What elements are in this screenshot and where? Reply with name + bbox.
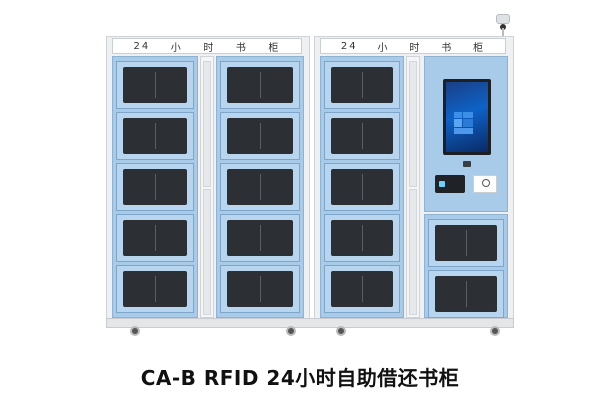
header-char: 时 bbox=[203, 42, 216, 54]
cctv-camera-icon bbox=[494, 12, 512, 36]
locker-door[interactable] bbox=[324, 112, 400, 160]
locker-door[interactable] bbox=[220, 61, 300, 109]
locker-column-2 bbox=[216, 56, 304, 318]
divider-pillar bbox=[200, 56, 214, 318]
card-reader-icon[interactable] bbox=[435, 175, 465, 193]
locker-door[interactable] bbox=[116, 61, 194, 109]
header-char: 24 bbox=[133, 40, 151, 52]
locker-door[interactable] bbox=[220, 163, 300, 211]
wheel-icon bbox=[286, 326, 296, 336]
locker-door[interactable] bbox=[428, 270, 504, 318]
locker-door[interactable] bbox=[116, 214, 194, 262]
touchscreen-icon[interactable] bbox=[443, 79, 491, 155]
locker-door[interactable] bbox=[116, 265, 194, 313]
left-header-strip: 24 小 时 书 柜 bbox=[112, 38, 302, 54]
locker-door[interactable] bbox=[116, 112, 194, 160]
locker-door[interactable] bbox=[324, 61, 400, 109]
info-sticker bbox=[473, 175, 497, 193]
header-char: 书 bbox=[441, 42, 454, 54]
wheel-icon bbox=[130, 326, 140, 336]
header-char: 小 bbox=[377, 42, 390, 54]
locker-column-3 bbox=[320, 56, 404, 318]
product-caption: CA-B RFID 24小时自助借还书柜 bbox=[140, 366, 460, 390]
locker-door[interactable] bbox=[116, 163, 194, 211]
header-char: 时 bbox=[409, 42, 422, 54]
control-panel bbox=[424, 56, 508, 212]
divider-pillar bbox=[406, 56, 420, 318]
header-char: 24 bbox=[340, 40, 358, 52]
wheel-icon bbox=[336, 326, 346, 336]
camera-icon bbox=[463, 161, 471, 167]
wheel-icon bbox=[490, 326, 500, 336]
cabinet-base bbox=[106, 318, 514, 328]
locker-door[interactable] bbox=[324, 265, 400, 313]
locker-column-4 bbox=[424, 214, 508, 318]
locker-door[interactable] bbox=[220, 214, 300, 262]
locker-door[interactable] bbox=[220, 265, 300, 313]
locker-door[interactable] bbox=[428, 219, 504, 267]
header-char: 小 bbox=[170, 42, 183, 54]
header-char: 柜 bbox=[268, 42, 281, 54]
locker-door[interactable] bbox=[324, 163, 400, 211]
locker-column-1 bbox=[112, 56, 198, 318]
header-char: 书 bbox=[235, 42, 248, 54]
locker-door[interactable] bbox=[220, 112, 300, 160]
locker-door[interactable] bbox=[324, 214, 400, 262]
right-header-strip: 24 小 时 书 柜 bbox=[320, 38, 506, 54]
header-char: 柜 bbox=[473, 42, 486, 54]
